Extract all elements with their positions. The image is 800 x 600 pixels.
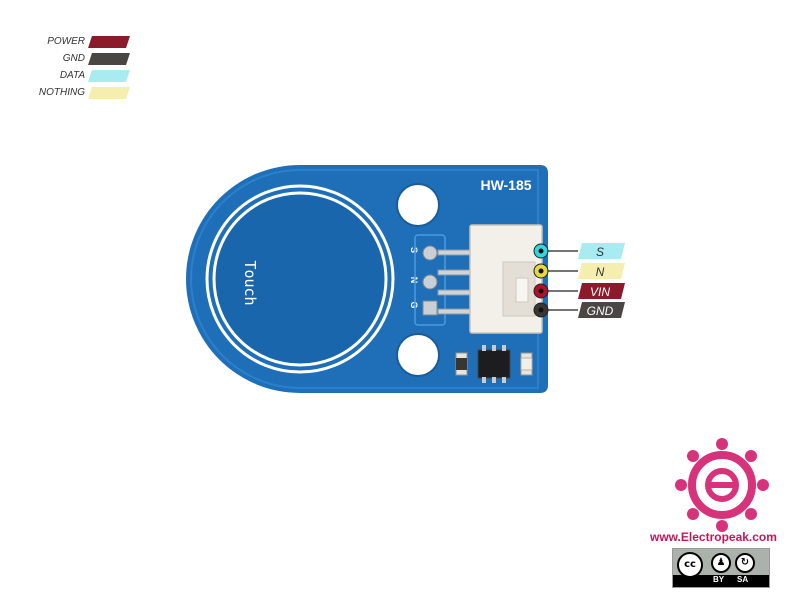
ic-lead — [502, 345, 506, 351]
logo-node — [745, 450, 757, 462]
pin-tag-gnd — [578, 302, 625, 318]
ic-lead — [492, 377, 496, 383]
logo-node — [716, 520, 728, 532]
legend-item-power: POWER — [0, 34, 140, 51]
legend-label: DATA — [59, 70, 85, 81]
logo-node — [687, 508, 699, 520]
brand-url[interactable]: www.Electropeak.com — [650, 530, 777, 544]
cc-by-label: BY — [713, 575, 725, 584]
logo-ring — [688, 451, 756, 519]
pcb-highlight — [190, 169, 539, 389]
ic-lead — [482, 345, 486, 351]
cc-sa-label: SA — [737, 575, 749, 584]
by-attribution-icon: ♟ — [711, 553, 731, 573]
cc-license-badge[interactable]: cc ♟ ↻ BY SA — [672, 548, 770, 588]
pin-label-vin: VIN — [590, 285, 610, 299]
pin-label-s: S — [596, 245, 604, 259]
solder-pad — [422, 300, 438, 316]
electropeak-logo — [675, 438, 769, 532]
solder-pad-outline — [414, 234, 446, 326]
mounting-hole-top — [396, 183, 440, 227]
pin-label-n: N — [596, 265, 605, 279]
pin-dot-center — [538, 288, 544, 294]
pin-tag-vin — [578, 283, 625, 299]
cc-icon: cc — [677, 552, 703, 578]
silk-pin-n: N — [409, 277, 419, 284]
ic-lead — [482, 377, 486, 383]
board-model-label: HW-185 — [480, 177, 531, 193]
touch-pad-outer-ring — [205, 184, 395, 374]
smd-led-body — [520, 357, 533, 371]
silk-pin-g: G — [409, 301, 419, 308]
ic-lead — [492, 345, 496, 351]
logo-node — [675, 479, 687, 491]
connector-latch — [515, 277, 529, 303]
pin-markers: S N VIN GND — [533, 243, 625, 318]
smd-resistor-body — [456, 358, 467, 370]
pin-dot-center — [538, 268, 544, 274]
pin-dot-center — [538, 248, 544, 254]
solder-pad — [422, 274, 438, 290]
legend-label: NOTHING — [38, 87, 85, 98]
pin-tag-n — [578, 263, 625, 279]
logo-node — [757, 479, 769, 491]
pin-label-gnd: GND — [587, 304, 614, 318]
legend-label: POWER — [47, 36, 85, 47]
share-alike-icon: ↻ — [735, 553, 755, 573]
legend: POWER GND DATA NOTHING — [0, 34, 140, 102]
ic-chip — [477, 349, 511, 379]
logo-node — [716, 438, 728, 450]
logo-node — [687, 450, 699, 462]
silk-pin-s: S — [409, 247, 419, 253]
legend-item-data: DATA — [0, 68, 140, 85]
mounting-hole-bottom — [396, 333, 440, 377]
legend-item-nothing: NOTHING — [0, 85, 140, 102]
pin-tag-s — [578, 243, 625, 259]
legend-item-gnd: GND — [0, 51, 140, 68]
logo-node — [745, 508, 757, 520]
touch-pad — [212, 191, 388, 367]
solder-pad — [422, 245, 438, 261]
ic-lead — [502, 377, 506, 383]
legend-label: GND — [62, 53, 85, 64]
touch-pad-label: Touch — [241, 260, 259, 305]
pin-dot-center — [538, 307, 544, 313]
